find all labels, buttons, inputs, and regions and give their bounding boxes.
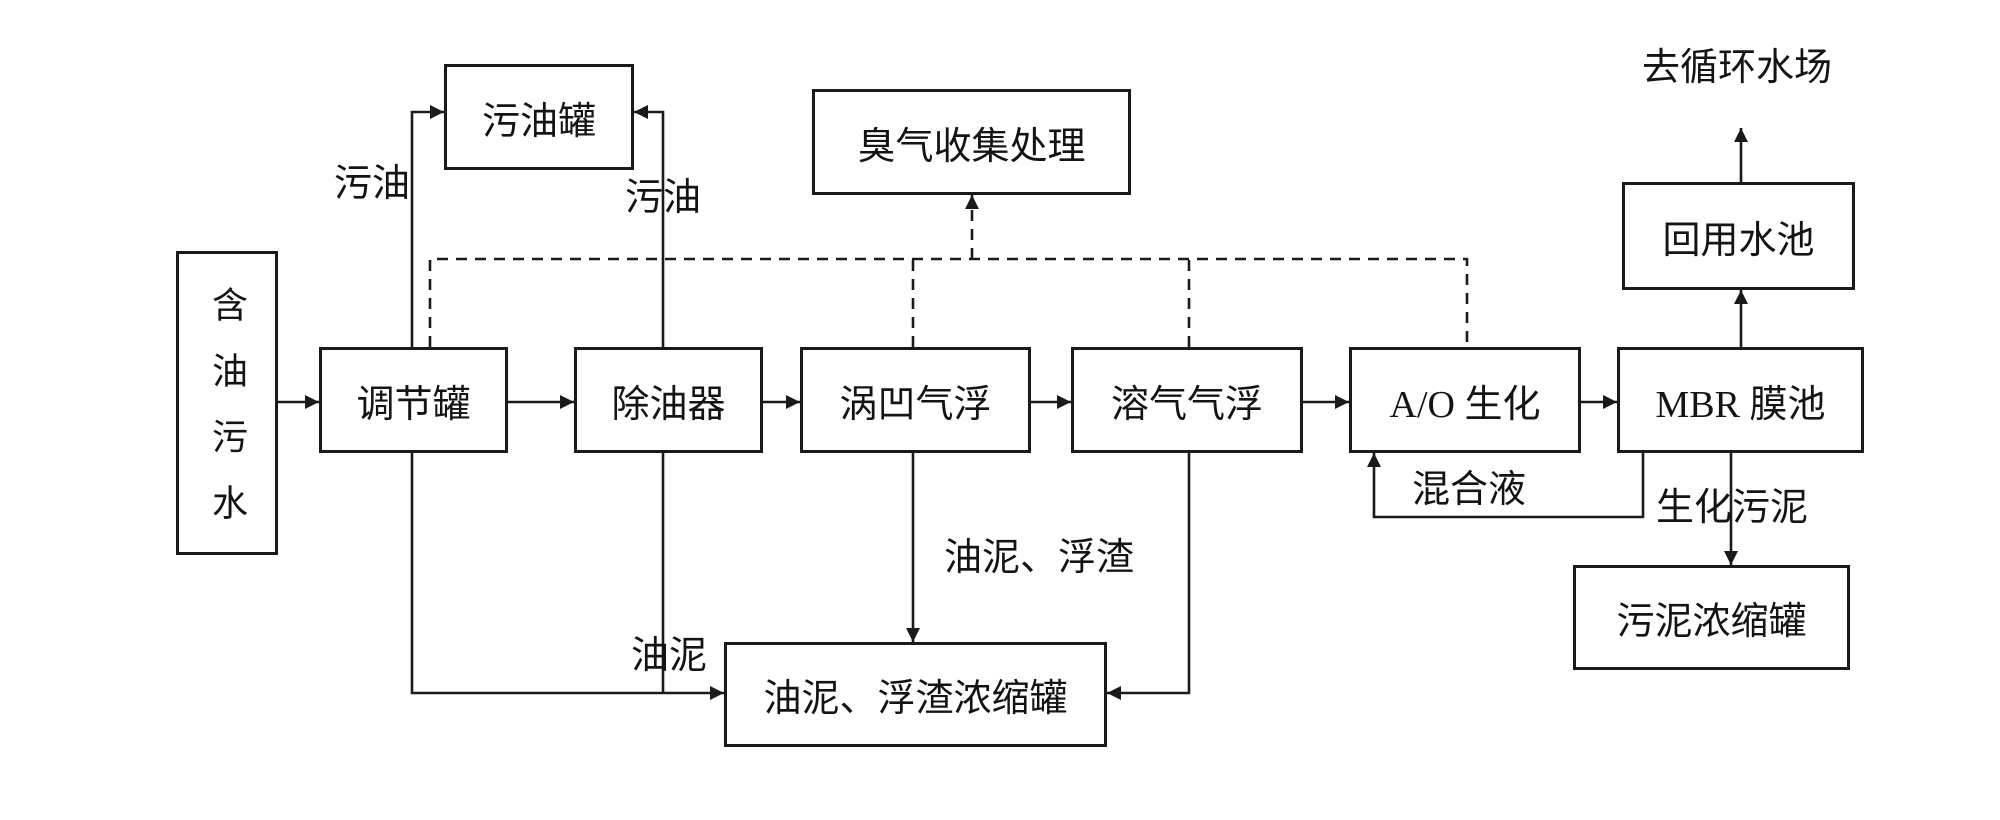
dashed-odor-collection-main <box>428 257 1469 347</box>
arrow-equalization-waste-oil <box>410 105 444 347</box>
node-cavitation-air-flotation: 涡凹气浮 <box>800 347 1031 453</box>
label-to-cooling-water-plant: 去循环水场 <box>1642 47 1833 89</box>
node-waste-oil-tank-label: 污油罐 <box>481 100 596 143</box>
label-waste-oil-left: 污油 <box>334 163 411 205</box>
node-dissolved-air-flotation-label: 溶气气浮 <box>1110 383 1263 426</box>
node-mbr-tank: MBR 膜池 <box>1617 347 1864 453</box>
arrow-equalization-sludge <box>410 453 724 700</box>
node-odor-treatment-label: 臭气收集处理 <box>857 125 1086 168</box>
node-sludge-thickener: 污泥浓缩罐 <box>1573 565 1850 670</box>
node-mbr-tank-label: MBR 膜池 <box>1655 383 1826 426</box>
node-equalization-tank: 调节罐 <box>319 347 508 453</box>
arrow-oil-remover-waste-oil <box>634 105 665 347</box>
arrow-dissolved-scum <box>1107 453 1191 700</box>
node-odor-treatment: 臭气收集处理 <box>812 89 1131 195</box>
node-ao-biochem-label: A/O 生化 <box>1389 383 1541 426</box>
node-sludge-thickener-label: 污泥浓缩罐 <box>1616 601 1807 643</box>
node-reuse-pool-label: 回用水池 <box>1662 219 1815 262</box>
arrow-mixed-liquor-return <box>1367 453 1645 519</box>
node-waste-oil-tank: 污油罐 <box>444 64 634 170</box>
node-equalization-tank-label: 调节罐 <box>356 383 471 426</box>
label-mixed-liquor: 混合液 <box>1412 469 1527 511</box>
label-oil-sludge-scum: 油泥、浮渣 <box>944 537 1135 579</box>
node-ao-biochem: A/O 生化 <box>1349 347 1581 453</box>
node-cavitation-air-flotation-label: 涡凹气浮 <box>839 383 992 426</box>
node-oil-remover-label: 除油器 <box>611 383 726 426</box>
node-oily-wastewater: 含油污水 <box>176 251 278 555</box>
node-oily-wastewater-label: 含油污水 <box>207 286 247 550</box>
node-oil-sludge-scum-thickener: 油泥、浮渣浓缩罐 <box>724 642 1107 747</box>
node-oil-remover: 除油器 <box>574 347 763 453</box>
node-reuse-pool: 回用水池 <box>1622 182 1855 290</box>
label-oil-sludge: 油泥 <box>631 635 708 677</box>
node-oil-sludge-scum-thickener-label: 油泥、浮渣浓缩罐 <box>763 678 1068 720</box>
node-dissolved-air-flotation: 溶气气浮 <box>1071 347 1303 453</box>
label-waste-oil-right: 污油 <box>625 177 702 219</box>
label-bio-sludge: 生化污泥 <box>1656 487 1809 529</box>
